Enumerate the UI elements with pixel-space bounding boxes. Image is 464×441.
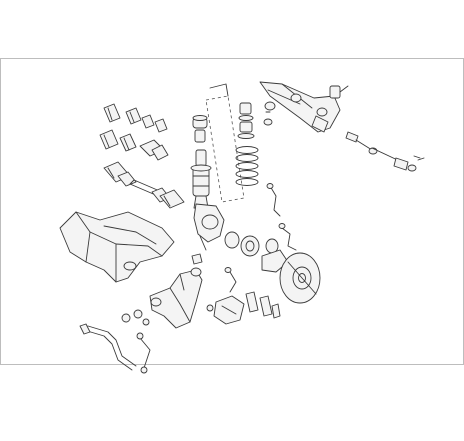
anti-roll-bar-link[interactable] (79, 323, 151, 374)
tie-rod-lower[interactable] (371, 147, 425, 172)
bump-stop-stack[interactable] (237, 102, 255, 139)
bushings[interactable] (121, 309, 150, 326)
drive-shaft-boot-kit-upper[interactable] (103, 103, 168, 133)
brake-pads[interactable] (245, 291, 281, 319)
drive-shaft-boot-kit-lower[interactable] (99, 129, 169, 161)
suspension-strut[interactable] (190, 149, 212, 209)
brake-hose[interactable] (224, 267, 237, 293)
tie-rod-upper[interactable] (345, 131, 378, 155)
control-arm[interactable] (149, 253, 203, 329)
abs-sensor[interactable] (266, 183, 297, 251)
brake-disc[interactable] (279, 252, 321, 304)
alignment-guide (205, 95, 245, 203)
coil-spring[interactable] (235, 146, 259, 186)
subframe[interactable] (59, 211, 175, 283)
strut-top-mount-stack[interactable] (192, 115, 208, 143)
brake-caliper[interactable] (206, 295, 245, 325)
alignment-guide-top (209, 83, 229, 97)
steering-knuckle[interactable] (193, 203, 225, 251)
drive-shaft[interactable] (103, 161, 185, 209)
steering-rack[interactable] (259, 81, 349, 133)
wheel-bearing[interactable] (224, 231, 279, 257)
small-parts-top[interactable] (263, 101, 276, 126)
